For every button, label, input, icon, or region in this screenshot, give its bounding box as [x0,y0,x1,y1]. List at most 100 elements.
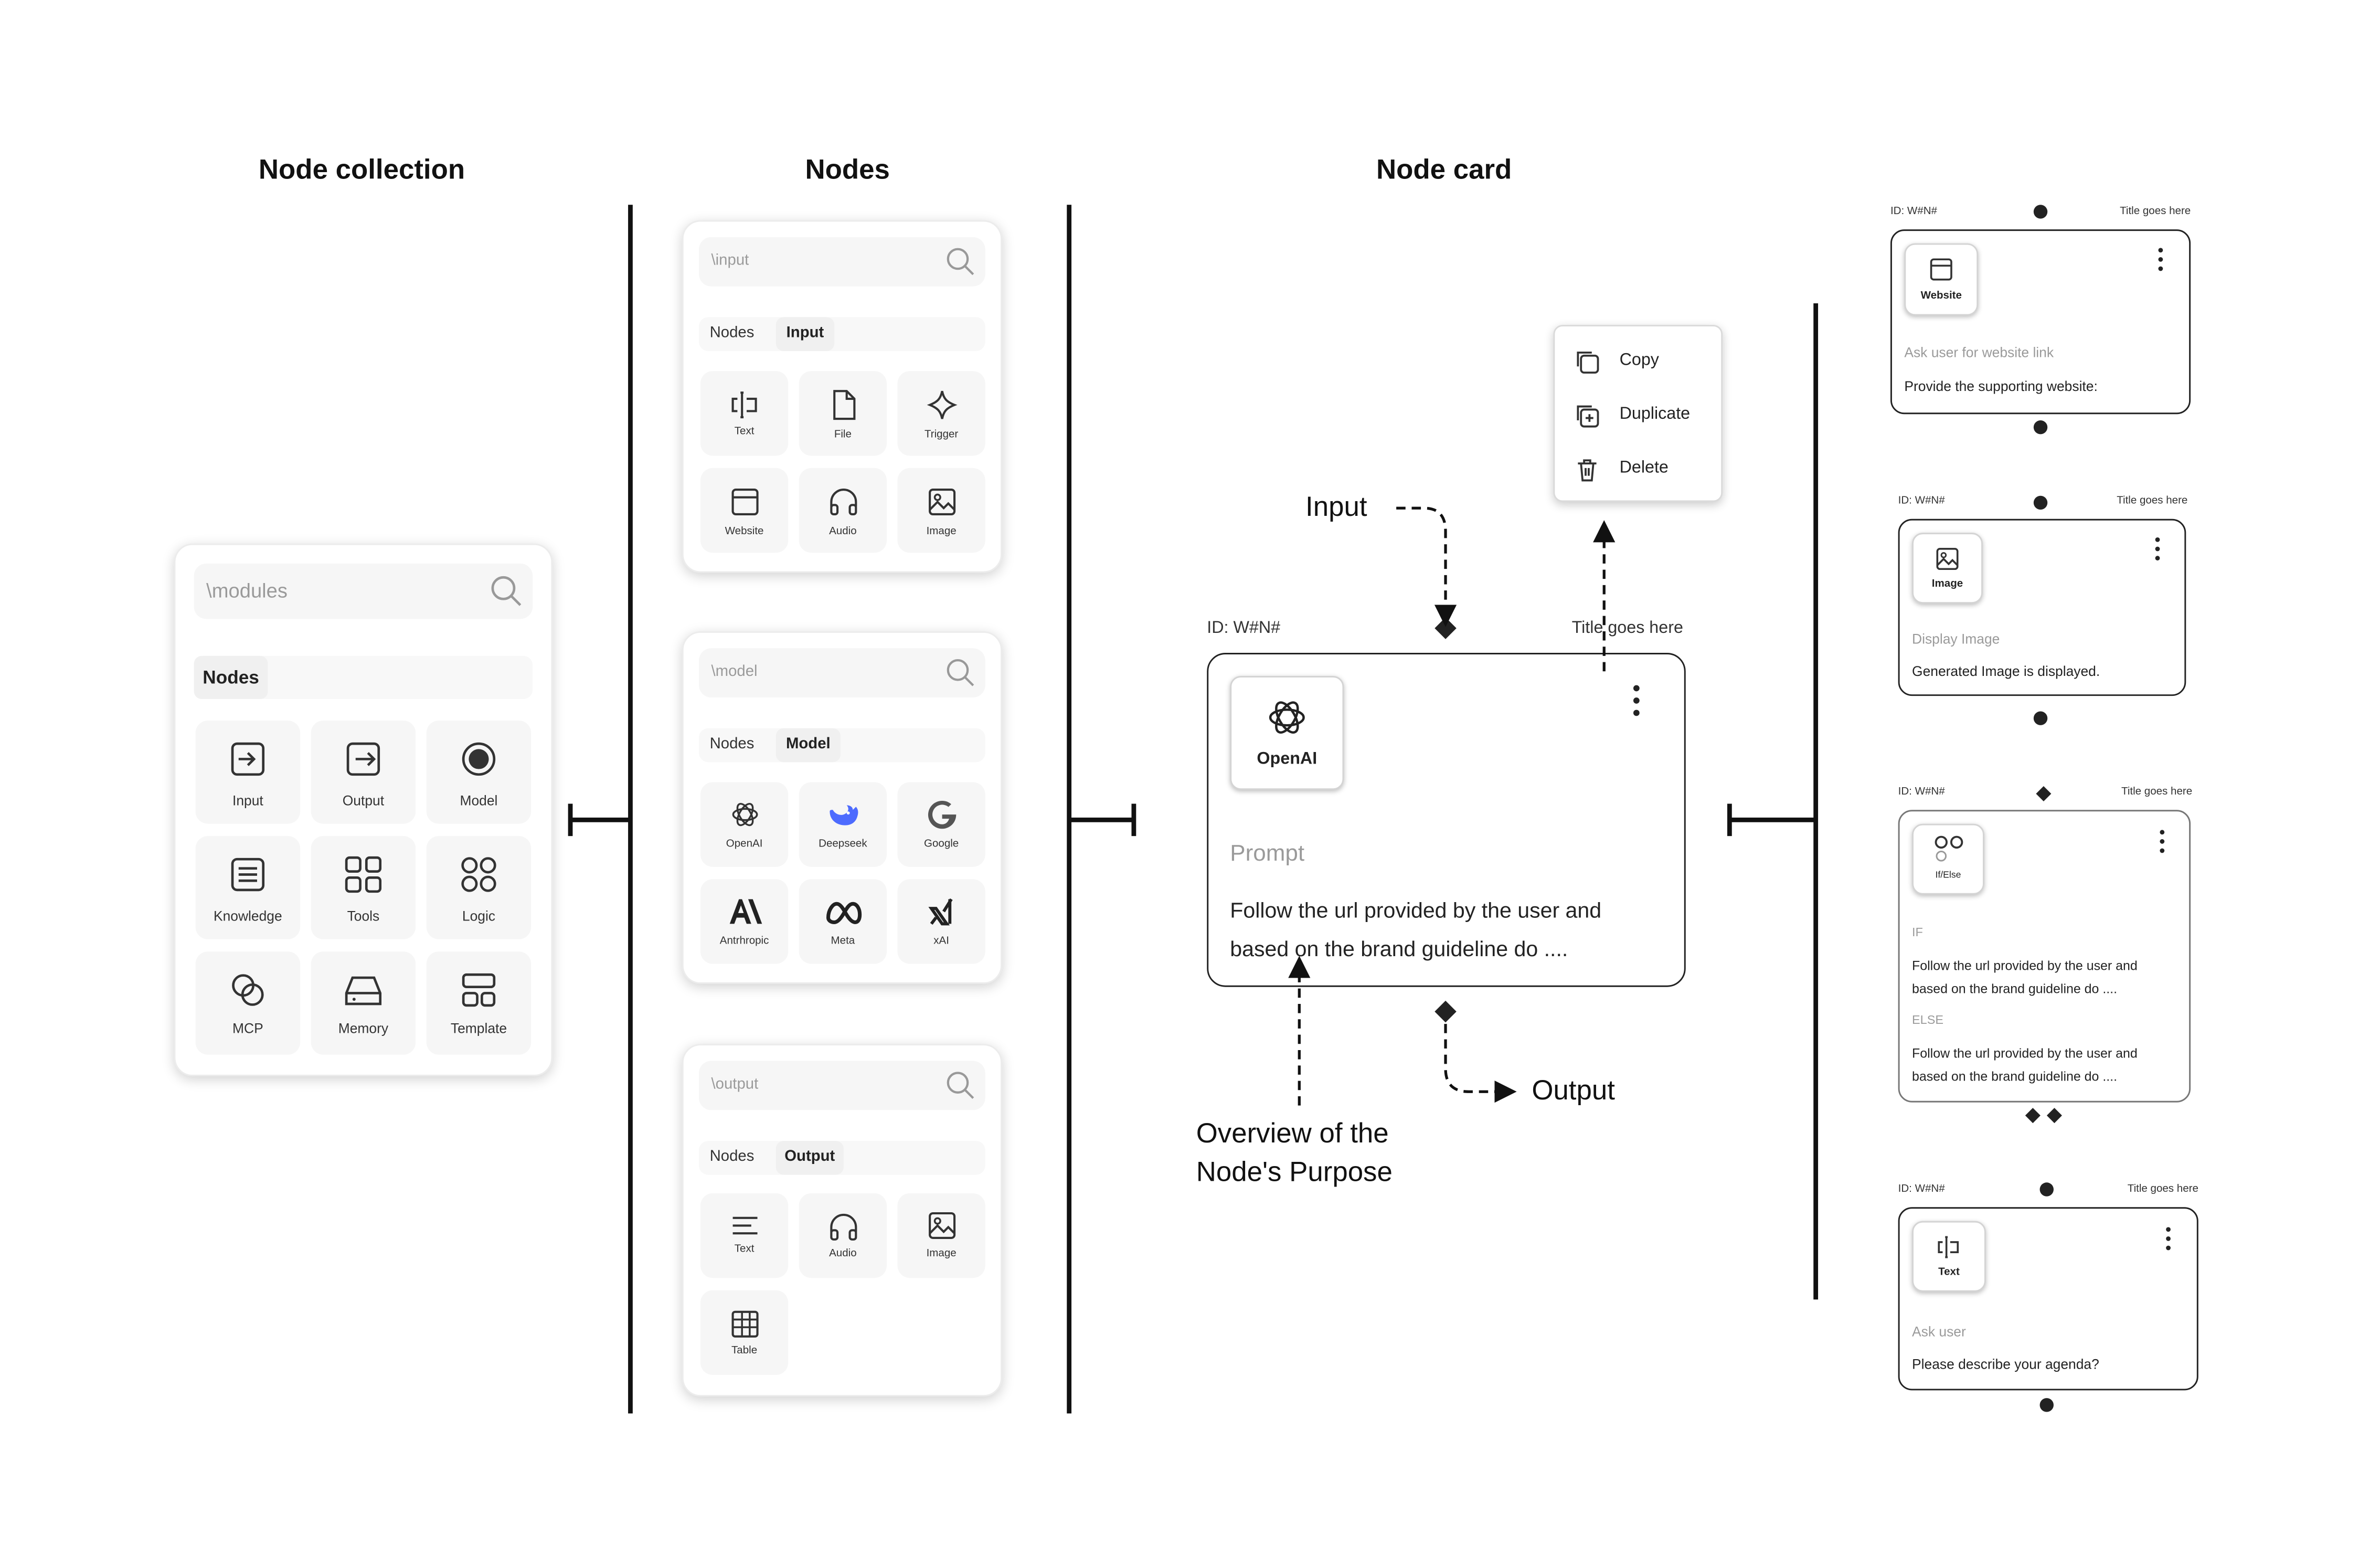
tile-text[interactable]: Text [700,371,789,456]
output-handle[interactable] [2039,1398,2054,1412]
tile-tools[interactable]: Tools [311,836,416,939]
input-handle[interactable] [2039,1182,2054,1196]
menu-item-copy[interactable]: Copy [1555,338,1721,385]
deepseek-icon [828,805,857,825]
tile-audio[interactable]: Audio [799,1193,887,1278]
menu-item-delete[interactable]: Delete [1555,447,1721,493]
node-icon-label: OpenAI [1257,749,1318,769]
tab-nodes[interactable]: Nodes [709,736,755,753]
tile-openai[interactable]: OpenAI [700,782,789,867]
search-input[interactable]: \output [699,1061,985,1110]
tile-input[interactable]: Input [195,721,301,824]
tile-text[interactable]: Text [700,1193,789,1278]
tools-icon [345,856,382,893]
connector-3 [1730,817,1815,822]
headphones-icon [829,1213,856,1241]
kebab-icon[interactable] [1633,685,1640,716]
main-node-card[interactable]: OpenAI Prompt Follow the url provided by… [1207,653,1686,987]
variant-title: Title goes here [2120,206,2191,217]
tab-bar: Nodes Input [699,317,985,351]
tile-label: Memory [338,1021,389,1036]
tab-model[interactable]: Model [775,728,841,763]
tile-anthropic[interactable]: Antrhropic [700,879,789,964]
search-placeholder: \input [711,252,749,270]
tile-label: File [834,429,852,441]
tile-memory[interactable]: Memory [311,951,416,1055]
tile-meta[interactable]: Meta [799,879,887,964]
variant-card-image[interactable]: Image Display Image Generated Image is d… [1898,518,2186,696]
tile-xai[interactable]: xAI [897,879,985,964]
tab-nodes[interactable]: Nodes [194,655,268,700]
variant-subtitle: Ask user for website link [1904,345,2054,361]
node-icon-box: Image [1912,533,1983,604]
tab-output[interactable]: Output [775,1141,844,1175]
duplicate-icon [1577,405,1599,428]
tile-mcp[interactable]: MCP [195,951,301,1055]
tile-knowledge[interactable]: Knowledge [195,836,301,939]
trash-icon [1578,459,1597,482]
tile-model[interactable]: Model [426,721,532,824]
output-handle[interactable] [2033,420,2048,435]
search-placeholder: \modules [206,579,288,602]
input-handle[interactable] [2033,205,2048,219]
sparkle-icon [926,390,957,419]
tile-label: Knowledge [214,908,282,924]
model-icon [462,742,496,776]
tab-input[interactable]: Input [775,317,835,351]
tile-table[interactable]: Table [700,1290,789,1375]
tile-label: Input [232,793,263,809]
search-placeholder: \output [711,1076,759,1094]
tile-output[interactable]: Output [311,721,416,824]
tile-logic[interactable]: Logic [426,836,532,939]
tile-deepseek[interactable]: Deepseek [799,782,887,867]
else-label: ELSE [1912,1013,1944,1027]
tile-audio[interactable]: Audio [799,468,887,553]
kebab-icon[interactable] [2158,248,2163,271]
tile-label: Trigger [924,429,959,441]
tab-nodes[interactable]: Nodes [709,1148,755,1166]
tile-label: Text [734,426,755,438]
tab-nodes[interactable]: Nodes [709,325,755,342]
variant-text: Provide the supporting website: [1904,378,2098,395]
tile-image[interactable]: Image [897,1193,985,1278]
output-handle[interactable] [2033,711,2048,725]
kebab-icon[interactable] [2160,830,2165,853]
annotation-overview-line2: Node's Purpose [1196,1156,1393,1188]
search-icon [947,1072,974,1099]
kebab-icon[interactable] [2166,1227,2171,1251]
search-input[interactable]: \modules [194,563,533,619]
variant-card-website[interactable]: Website Ask user for website link Provid… [1890,229,2191,415]
tile-file[interactable]: File [799,371,887,456]
divider-line-1 [628,205,633,1414]
prompt-text: Follow the url provided by the user and … [1230,897,1602,961]
tile-template[interactable]: Template [426,951,532,1055]
google-icon [927,800,955,829]
menu-item-duplicate[interactable]: Duplicate [1555,393,1721,439]
tile-image[interactable]: Image [897,468,985,553]
tile-label: Website [725,526,764,537]
search-input[interactable]: \input [699,237,985,287]
node-icon-box: Website [1904,243,1979,316]
search-input[interactable]: \model [699,648,985,698]
section-title-node-collection: Node collection [258,154,465,185]
variant-card-text[interactable]: Text Ask user Please describe your agend… [1898,1207,2198,1391]
input-handle[interactable] [2033,495,2048,510]
tile-label: MCP [232,1021,263,1036]
kebab-icon[interactable] [2155,537,2160,560]
tile-label: Antrhropic [719,936,769,947]
node-title: Title goes here [1571,619,1683,638]
text-cursor-icon [1938,1236,1959,1258]
connector-2 [1070,817,1135,822]
tile-label: OpenAI [726,839,763,850]
tile-trigger[interactable]: Trigger [897,371,985,456]
tile-google[interactable]: Google [897,782,985,867]
tile-label: Template [450,1021,507,1036]
image-icon [928,1212,955,1239]
node-icon-label: Text [1938,1267,1960,1278]
tile-website[interactable]: Website [700,468,789,553]
node-collection-panel: \modules Nodes Input Output Model Knowle… [174,543,553,1076]
openai-icon [1269,701,1305,734]
variant-card-if-else[interactable]: If/Else IF Follow the url provided by th… [1898,810,2191,1103]
copy-icon [1577,351,1599,374]
